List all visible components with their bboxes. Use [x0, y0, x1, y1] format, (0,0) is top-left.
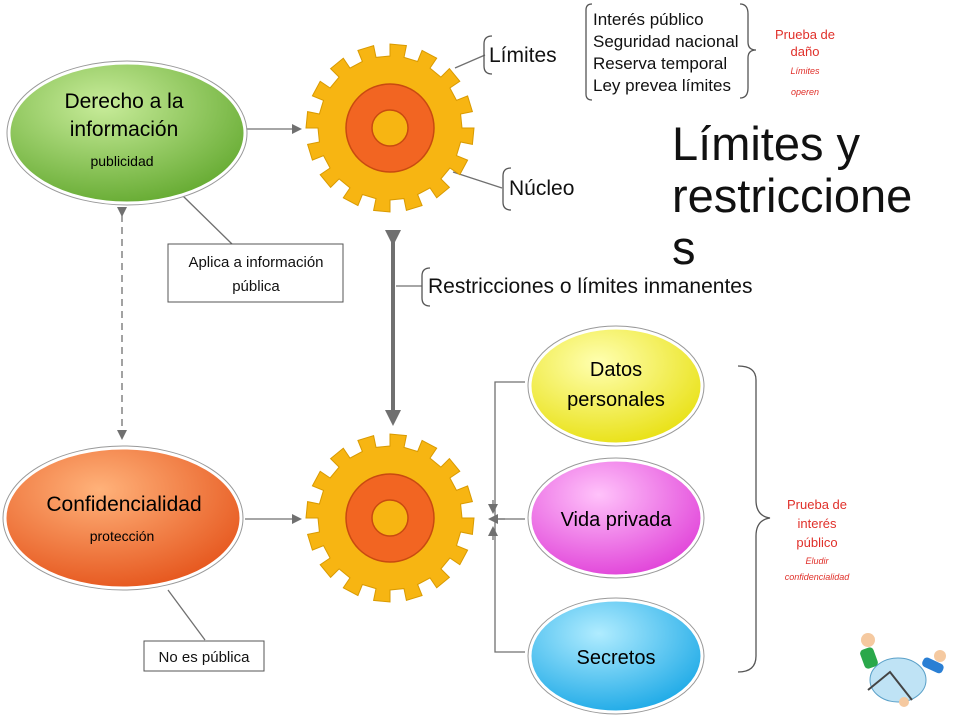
derecho-sub: publicidad — [90, 153, 153, 169]
label-limites: Límites — [483, 35, 557, 75]
prueba-interes-line3: público — [796, 535, 837, 550]
confidencialidad-sub: protección — [90, 528, 155, 544]
box-no-publica: No es pública — [143, 640, 265, 672]
limites-label: Límites — [489, 44, 557, 67]
datos-line1: Datos — [590, 359, 642, 381]
restricciones-label: Restricciones o límites inmanentes — [428, 275, 752, 298]
page-title: Límites y restriccione s — [672, 118, 960, 274]
line-to-nucleo — [452, 171, 503, 189]
title-line2: restriccione — [672, 169, 913, 222]
confidencialidad-line1: Confidencialidad — [46, 493, 201, 516]
prueba-dano-line1: Prueba de — [775, 27, 835, 42]
title-line1: Límites y — [672, 117, 861, 170]
secretos-line1: Secretos — [577, 647, 656, 669]
prueba-interes-line2: interés — [797, 516, 837, 531]
limites-item-1: Interés público — [593, 10, 704, 29]
line-to-no-publica — [167, 589, 206, 641]
connectors — [117, 54, 525, 653]
limites-item-4: Ley prevea límites — [593, 76, 731, 95]
node-derecho: Derecho a la información publicidad — [6, 60, 248, 206]
prueba-dano-note2: operen — [791, 87, 819, 97]
node-vida-privada: Vida privada — [527, 457, 705, 579]
aplica-line2: pública — [232, 278, 280, 295]
prueba-interes-note2: confidencialidad — [785, 572, 851, 582]
prueba-dano-line2: daño — [791, 44, 820, 59]
gear-icon — [305, 43, 475, 213]
label-restricciones: Restricciones o límites inmanentes — [421, 267, 752, 307]
nucleo-label: Núcleo — [509, 177, 574, 200]
datos-line2: personales — [567, 389, 665, 411]
derecho-line1: Derecho a la — [64, 90, 183, 113]
gear-icon — [305, 433, 475, 603]
box-aplica: Aplica a información pública — [167, 243, 344, 303]
node-confidencialidad: Confidencialidad protección — [2, 445, 244, 591]
people-clipart-icon — [860, 633, 946, 707]
node-datos: Datos personales — [527, 325, 705, 447]
derecho-line2: información — [70, 118, 179, 141]
line-to-limites — [454, 54, 486, 69]
prueba-interes-line1: Prueba de — [787, 497, 847, 512]
prueba-interes: Prueba de interés público Eludir confide… — [737, 365, 851, 673]
limites-list: Interés público Seguridad nacional Reser… — [585, 3, 757, 101]
label-nucleo: Núcleo — [502, 167, 574, 211]
vida-line1: Vida privada — [561, 509, 673, 531]
title-line3: s — [672, 221, 696, 274]
limites-item-3: Reserva temporal — [593, 54, 727, 73]
prueba-dano: Prueba de daño Límites operen — [775, 27, 835, 97]
aplica-line1: Aplica a información — [188, 254, 323, 271]
left-bracket-line — [494, 381, 525, 653]
prueba-dano-note1: Límites — [790, 66, 820, 76]
line-to-aplica — [182, 195, 233, 245]
limites-item-2: Seguridad nacional — [593, 32, 739, 51]
no-publica-line1: No es pública — [159, 649, 251, 666]
node-secretos: Secretos — [527, 597, 705, 715]
prueba-interes-note1: Eludir — [805, 556, 829, 566]
